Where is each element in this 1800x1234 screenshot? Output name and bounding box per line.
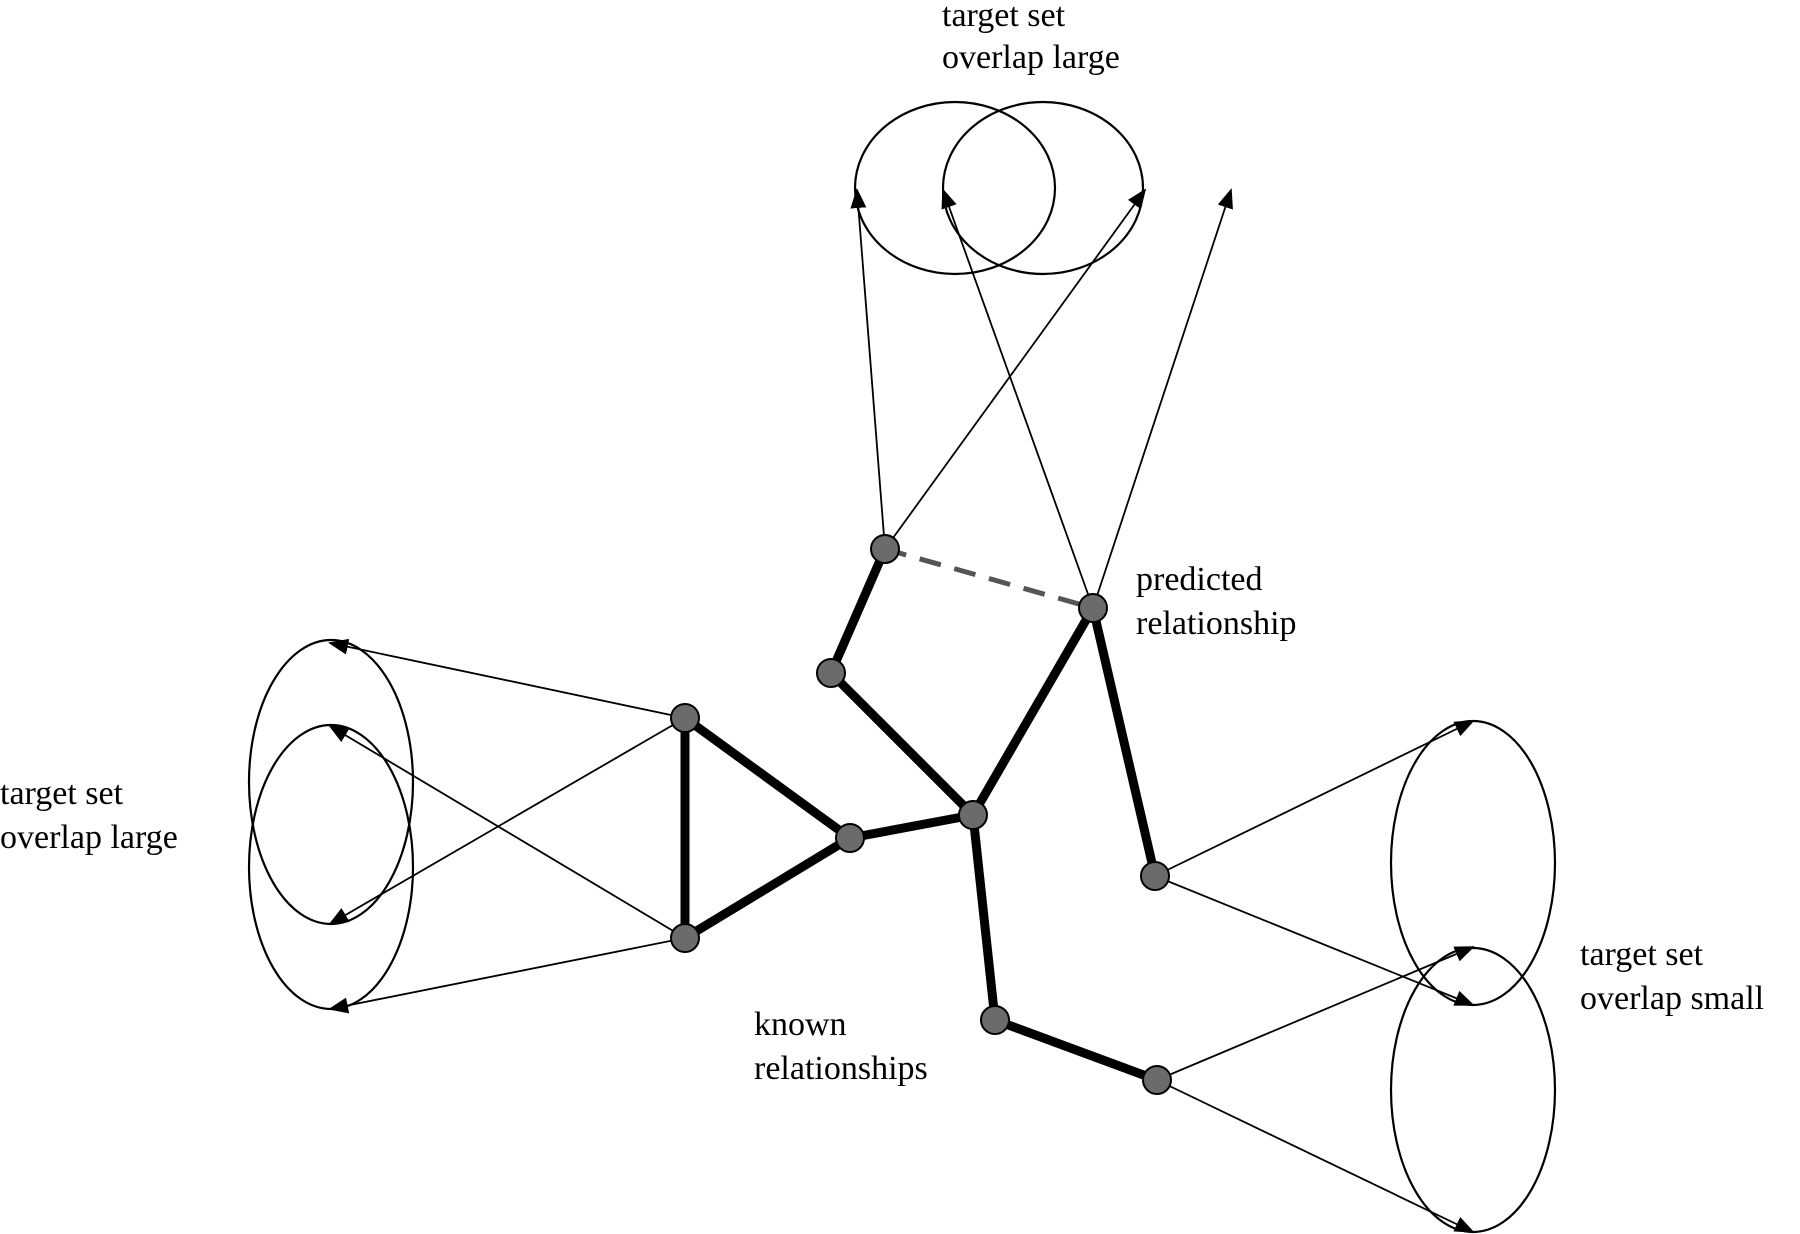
arrow-right-1	[1154, 720, 1475, 877]
predicted-relationship-edge	[884, 546, 1094, 611]
left-label-line1: target set	[0, 775, 124, 812]
node	[1142, 1065, 1172, 1095]
known-edge	[680, 713, 855, 843]
nodes	[670, 534, 1172, 1095]
known-edge	[680, 833, 855, 943]
arrow-top-4	[1092, 188, 1233, 609]
arrow-right-4	[1156, 1079, 1475, 1233]
predicted-label-line1: predicted	[1136, 561, 1263, 598]
top-target-sets	[853, 100, 1145, 276]
node	[1140, 861, 1170, 891]
target-arrows	[328, 188, 1475, 1233]
arrow-top-3	[941, 188, 1094, 609]
known-edge	[845, 810, 978, 843]
node	[1078, 593, 1108, 623]
top-label-line2: overlap large	[942, 39, 1120, 76]
known-edge	[1088, 603, 1160, 881]
arrow-left-3	[328, 724, 686, 939]
right-target-set-lower	[1389, 946, 1557, 1234]
top-label-line1: target set	[942, 0, 1066, 34]
known-edge	[990, 1015, 1162, 1085]
known-label-line2: relationships	[754, 1050, 928, 1087]
known-edge	[968, 603, 1098, 820]
arrow-left-1	[328, 638, 686, 719]
predicted-label-line2: relationship	[1136, 605, 1297, 642]
known-edge	[826, 544, 890, 678]
node	[980, 1005, 1010, 1035]
right-target-sets	[1389, 719, 1557, 1234]
known-edge	[968, 810, 1000, 1025]
arrow-left-4	[328, 937, 686, 1014]
left-target-set-lower	[247, 723, 415, 1011]
right-target-set-upper	[1389, 719, 1557, 1007]
node	[670, 923, 700, 953]
right-label-line1: target set	[1580, 936, 1704, 973]
node	[870, 534, 900, 564]
node	[958, 800, 988, 830]
top-target-set-left	[853, 100, 1057, 276]
arrow-right-3	[1156, 946, 1475, 1081]
arrow-left-2	[328, 717, 686, 926]
known-edge	[826, 668, 978, 820]
top-target-set-right	[941, 100, 1145, 276]
arrow-top-1	[850, 188, 886, 550]
arrow-right-2	[1154, 875, 1475, 1006]
arrow-top-2	[884, 188, 1147, 550]
node	[816, 658, 846, 688]
known-label-line1: known	[754, 1006, 847, 1043]
left-target-set-upper	[247, 638, 415, 926]
node	[835, 823, 865, 853]
left-target-sets	[247, 638, 415, 1011]
right-label-line2: overlap small	[1580, 980, 1764, 1017]
node	[670, 703, 700, 733]
left-label-line2: overlap large	[0, 819, 178, 856]
known-relationship-edges	[680, 544, 1162, 1085]
